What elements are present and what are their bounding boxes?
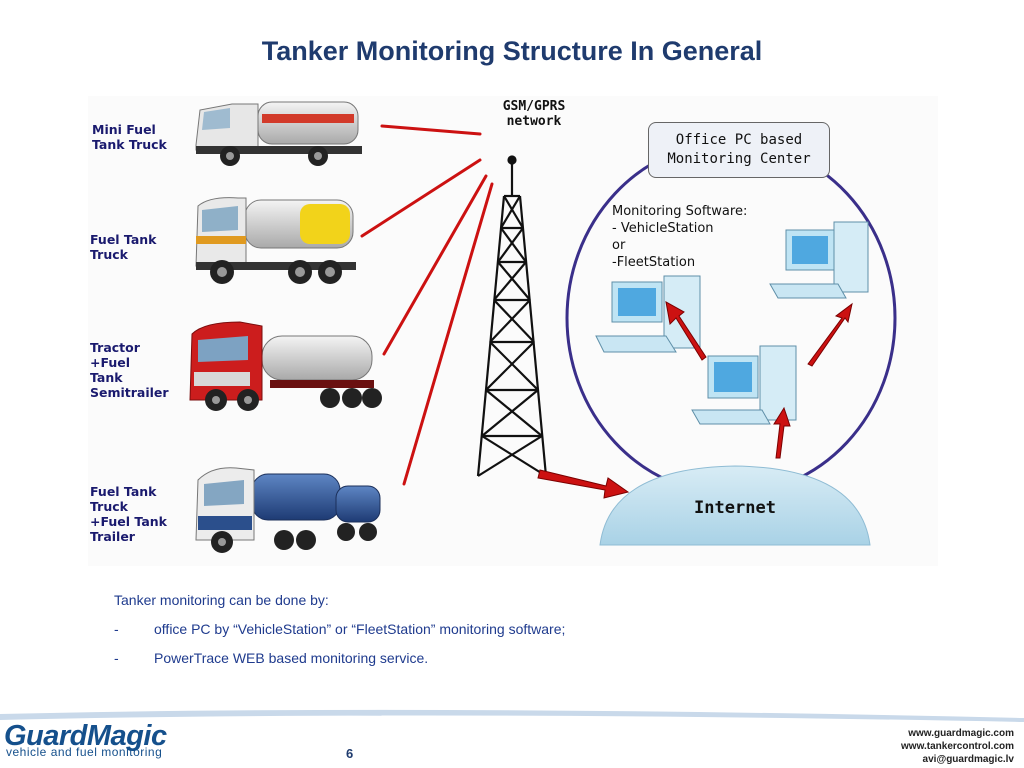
guardmagic-logo: GuardMagic xyxy=(4,720,167,752)
page-number: 6 xyxy=(346,746,354,761)
vehicle-label-fuel-tank-truck: Fuel Tank Truck xyxy=(90,232,157,262)
logo-tagline: vehicle and fuel monitoring xyxy=(6,745,163,759)
list-item-text: PowerTrace WEB based monitoring service. xyxy=(154,650,429,666)
internet-cloud-icon xyxy=(599,465,871,546)
fuel-tank-truck-icon xyxy=(195,197,356,284)
internet-label: Internet xyxy=(694,498,776,518)
office-monitoring-center-label: Office PC based Monitoring Center xyxy=(648,122,830,178)
mini-tank-truck-icon xyxy=(195,101,362,166)
contact-info: www.guardmagic.com www.tankercontrol.com… xyxy=(901,727,1014,766)
slide-title: Tanker Monitoring Structure In General xyxy=(261,36,763,66)
gsm-tower-icon xyxy=(476,155,548,477)
vehicle-label-tractor-semitrailer: Tractor +Fuel Tank Semitrailer xyxy=(90,340,169,400)
computer-icon xyxy=(769,221,869,299)
monitoring-software-label: Monitoring Software: - VehicleStation or… xyxy=(612,204,748,270)
computer-icon xyxy=(691,345,797,425)
list-bullet: - xyxy=(114,650,119,666)
list-item: - office PC by “VehicleStation” or “Flee… xyxy=(114,621,565,650)
list-item-text: office PC by “VehicleStation” or “FleetS… xyxy=(154,621,566,637)
footer-swoosh xyxy=(0,709,1024,722)
tank-truck-trailer-icon xyxy=(195,467,381,553)
contact-link[interactable]: www.guardmagic.com xyxy=(908,728,1014,739)
description-block: Tanker monitoring can be done by: - offi… xyxy=(114,592,565,679)
contact-link[interactable]: avi@guardmagic.lv xyxy=(922,754,1014,765)
list-item: - PowerTrace WEB based monitoring servic… xyxy=(114,650,565,679)
data-flow-arrows xyxy=(537,301,853,499)
tractor-semitrailer-icon xyxy=(189,321,382,411)
description-intro: Tanker monitoring can be done by: xyxy=(114,592,329,608)
list-bullet: - xyxy=(114,621,119,637)
vehicle-label-mini-fuel-tank-truck: Mini Fuel Tank Truck xyxy=(92,122,167,152)
computer-icon xyxy=(595,275,701,353)
contact-link[interactable]: www.tankercontrol.com xyxy=(901,741,1014,752)
vehicle-label-tank-truck-trailer: Fuel Tank Truck +Fuel Tank Trailer xyxy=(90,484,167,544)
gsm-network-label: GSM/GPRS network xyxy=(502,99,566,129)
vehicle-link-lines xyxy=(360,124,494,486)
